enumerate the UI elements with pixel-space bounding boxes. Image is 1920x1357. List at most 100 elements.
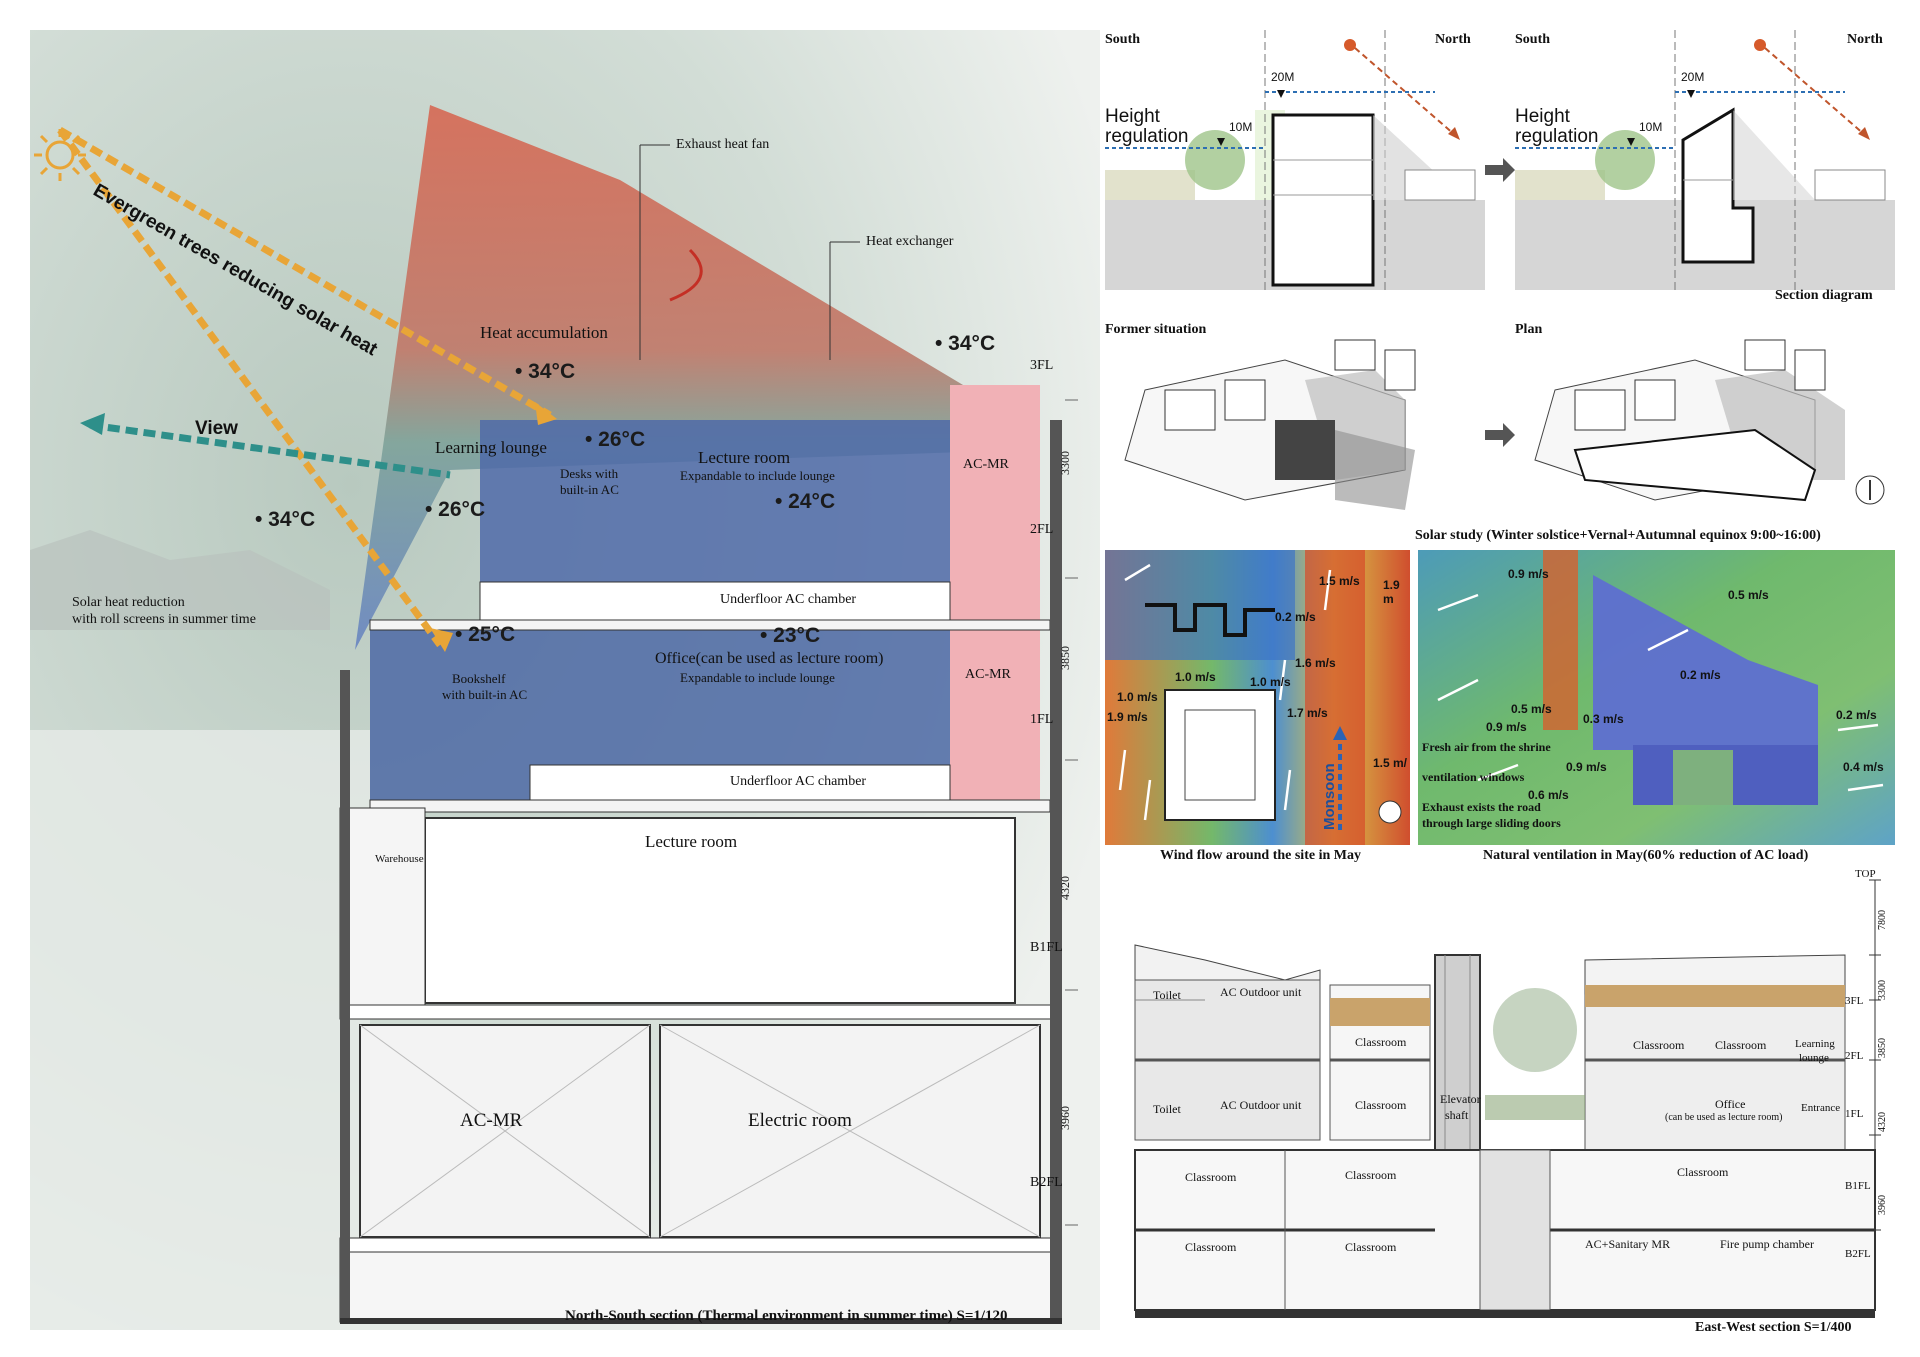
vent-speed-1: 0.9 m/s [1508,567,1549,581]
m10-left: 10M [1229,120,1253,134]
floor-2fl: 2FL [1030,522,1054,537]
floor-b2fl: B2FL [1030,1175,1063,1190]
solar-ray-2 [57,127,443,648]
m20-right: 20M [1681,70,1705,84]
ew-elevator-2: shaft [1445,1108,1469,1122]
b1-lecture-label: Lecture room [645,832,738,851]
ew-section-caption: East-West section S=1/400 [1695,1320,1852,1335]
temp-lounge-mid: • 26°C [585,428,646,451]
wind-speed-6: 1.0 m/s [1250,675,1291,689]
heat-exchanger-label: Heat exchanger [866,234,954,249]
exhaust-2: through large sliding doors [1422,816,1561,830]
ew-floor-1fl: 1FL [1845,1108,1864,1120]
heat-accumulation-label: Heat accumulation [480,323,608,342]
natural-vent-panel: 0.9 m/s 0.5 m/s 0.2 m/s 0.5 m/s 0.9 m/s … [1418,550,1895,870]
fresh-air-1: Fresh air from the shrine [1422,740,1551,754]
learning-lounge-label: Learning lounge [435,438,547,457]
ns-section-drawing [30,30,1100,1330]
solar-study-drawing [1124,339,1885,510]
electric-room-label: Electric room [748,1110,852,1131]
ew-toilet-2: Toilet [1153,1102,1181,1116]
monsoon-label: Monsoon [1321,763,1338,830]
ns-section-caption: North-South section (Thermal environment… [565,1308,1008,1324]
vent-speed-6: 0.3 m/s [1583,712,1624,726]
ew-dim-3960: 3960 [1877,1195,1888,1215]
compass-icon-wind [1378,800,1402,824]
ac-mr-upper-label: AC-MR [963,457,1009,472]
plan-axonometric [1534,339,1885,505]
desks-label-2: built-in AC [560,482,619,497]
ew-class-3c: Classroom [1715,1038,1767,1052]
section-diagram-caption: Section diagram [1775,288,1873,303]
ew-toilet-1: Toilet [1153,988,1181,1002]
temp-office: • 23°C [760,624,821,647]
bookshelf-label-1: Bookshelf [452,671,506,686]
vent-speed-8: 0.9 m/s [1566,760,1607,774]
ew-class-3a: Classroom [1355,1035,1407,1049]
ew-ac-sanitary: AC+Sanitary MR [1585,1237,1671,1251]
ew-class-b2a: Classroom [1185,1240,1237,1254]
b1-lecture-room [424,817,1016,1004]
solar-reduction-1: Solar heat reduction [72,595,185,610]
former-axonometric [1124,339,1416,510]
b2-ac-mr-label: AC-MR [460,1110,523,1131]
underfloor-chamber-1f: Underfloor AC chamber [730,774,867,789]
ew-floor-b1fl: B1FL [1845,1180,1871,1192]
ew-learning-1: Learning [1795,1038,1835,1050]
bookshelf-label-2: with built-in AC [442,687,528,702]
roof-wedge [355,105,1030,650]
dim-3300: 3300 [1058,451,1072,475]
temp-outside-left: • 34°C [255,508,316,531]
sun-icon-right [1754,39,1766,51]
ew-class-b1b: Classroom [1345,1168,1397,1182]
floor-1fl: 1FL [1030,712,1054,727]
ew-office: Office [1715,1097,1746,1111]
ew-learning-2: lounge [1799,1052,1829,1064]
section-diagram-drawing [1105,30,1895,290]
ew-dim-3850: 3850 [1877,1038,1888,1058]
vent-speed-2: 0.5 m/s [1728,588,1769,602]
ew-office-sub: (can be used as lecture room) [1665,1112,1783,1123]
ew-dim-4320: 4320 [1877,1112,1888,1132]
temp-lecture: • 24°C [775,490,836,513]
plan-label: Plan [1515,322,1543,337]
desks-label-1: Desks with [560,466,619,481]
north-left: North [1435,32,1471,47]
wind-speed-5: 1.0 m/s [1175,670,1216,684]
exhaust-fan-label: Exhaust heat fan [676,137,770,152]
transition-arrow [1485,158,1515,182]
height-reg-right-1: Height [1515,106,1570,127]
ew-fire-pump: Fire pump chamber [1720,1237,1814,1251]
solar-study-panel: Former situation Plan Solar study (Winte… [1105,320,1895,545]
north-right: North [1847,32,1883,47]
vent-speed-3: 0.2 m/s [1680,668,1721,682]
temp-lounge-low: • 26°C [425,498,486,521]
ew-floor-3fl: 3FL [1845,995,1864,1007]
wind-speed-3: 0.2 m/s [1275,610,1316,624]
ew-class-3b: Classroom [1633,1038,1685,1052]
dim-3850: 3850 [1058,646,1072,670]
section-diagram-panel: South North Height regulation 20M 10M So… [1105,30,1895,310]
ew-floor-b2fl: B2FL [1845,1248,1871,1260]
ew-elevator-1: Elevator [1440,1092,1481,1106]
wind-speed-1: 1.5 m/s [1319,574,1360,588]
ew-section-drawing [1134,879,1881,1318]
wind-site-map [1105,550,1410,845]
view-label: View [195,418,238,439]
ew-class-b1c: Classroom [1677,1165,1729,1179]
underfloor-chamber-2f: Underfloor AC chamber [720,592,857,607]
vent-speed-10: 0.4 m/s [1843,760,1884,774]
height-reg-right-2: regulation [1515,126,1599,147]
wind-speed-2: 1.9 m [1383,578,1400,606]
natural-vent-caption: Natural ventilation in May(60% reduction… [1483,848,1809,863]
vent-speed-5: 0.9 m/s [1486,720,1527,734]
office-label: Office(can be used as lecture room) [655,650,884,667]
floor-b1fl: B1FL [1030,940,1063,955]
ew-ac-out-2: AC Outdoor unit [1220,1098,1302,1112]
floor-3fl: 3FL [1030,358,1054,373]
temp-outside-top: • 34°C [935,332,996,355]
ac-mr-shaft [950,385,1040,805]
ew-class-2a: Classroom [1355,1098,1407,1112]
ew-entrance: Entrance [1801,1102,1841,1114]
temp-lounge-top: • 34°C [515,360,576,383]
